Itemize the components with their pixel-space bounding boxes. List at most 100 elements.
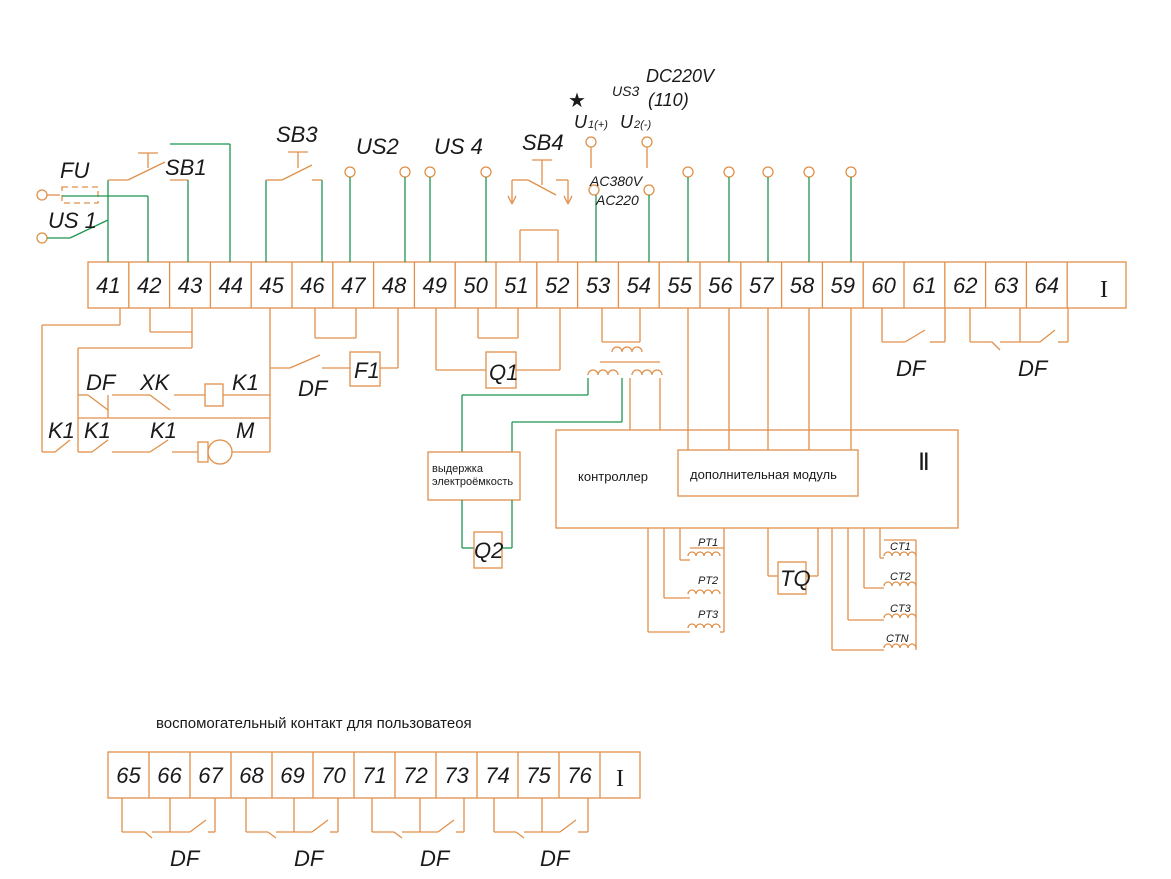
star-mark: ★ xyxy=(568,90,586,112)
controller-label: контроллер xyxy=(578,469,648,484)
sb4-label: SB4 xyxy=(522,130,564,155)
terminal-44: 44 xyxy=(219,273,243,298)
delay-capacitor-box xyxy=(427,451,521,569)
delay-line2: электроёмкость xyxy=(432,476,513,488)
ctn-label: CTN xyxy=(886,633,909,645)
terminal-64: 64 xyxy=(1035,273,1059,298)
pt2-label: PT2 xyxy=(698,575,718,587)
k1-contact-a-label: K1 xyxy=(48,418,75,443)
k1-contact-b-label: K1 xyxy=(84,418,111,443)
f1-label: F1 xyxy=(354,358,380,383)
u2-sub-label: 2(-) xyxy=(633,119,651,131)
df-63-label: DF xyxy=(1018,356,1049,381)
terminal-42: 42 xyxy=(137,273,161,298)
aux-terminal-66: 66 xyxy=(157,763,182,788)
main-terminal-block xyxy=(87,261,1127,309)
aux-terminal-70: 70 xyxy=(321,763,346,788)
terminal-52: 52 xyxy=(545,273,569,298)
aux-terminal-67: 67 xyxy=(198,763,223,788)
df-46-label: DF xyxy=(298,376,329,401)
aux-terminal-76: 76 xyxy=(567,763,592,788)
extra-module-label: дополнительная модуль xyxy=(690,467,837,482)
aux-terminal-68: 68 xyxy=(239,763,264,788)
ac380v-label: AC380V xyxy=(589,173,644,189)
df-60-label: DF xyxy=(896,356,927,381)
terminal-48: 48 xyxy=(382,273,407,298)
df-62-64-contact xyxy=(969,308,1069,351)
terminal-51: 51 xyxy=(504,273,528,298)
terminal-46: 46 xyxy=(300,273,325,298)
terminal-41: 41 xyxy=(96,273,120,298)
ct3-label: CT3 xyxy=(890,603,912,615)
aux-terminal-71: 71 xyxy=(362,763,386,788)
df-f1-circuit xyxy=(270,308,399,387)
terminal-58: 58 xyxy=(790,273,815,298)
k1-coil-label: K1 xyxy=(232,370,259,395)
us2-label: US2 xyxy=(356,134,399,159)
terminal-43: 43 xyxy=(178,273,203,298)
sb1-label: SB1 xyxy=(165,155,207,180)
ac220-label: AC220 xyxy=(595,192,639,208)
u1-label: U xyxy=(574,112,588,132)
xk-label: XK xyxy=(139,370,171,395)
aux-caption: воспомогательный контакт для пользоватео… xyxy=(156,715,472,732)
df-left-label: DF xyxy=(86,370,117,395)
aux-terminal-75: 75 xyxy=(526,763,551,788)
terminal-60: 60 xyxy=(871,273,896,298)
terminal-53: 53 xyxy=(586,273,611,298)
terminal-59: 59 xyxy=(831,273,855,298)
q1-label: Q1 xyxy=(489,360,518,385)
pt-coils xyxy=(647,528,725,633)
terminals-55-59-inputs xyxy=(682,166,857,262)
fu-label: FU xyxy=(60,158,89,183)
terminal-47: 47 xyxy=(341,273,366,298)
k1-contact-c-label: K1 xyxy=(150,418,177,443)
dc220v-label: DC220V xyxy=(646,66,716,86)
aux-terminal-69: 69 xyxy=(280,763,304,788)
u2-label: U xyxy=(620,112,634,132)
transformer xyxy=(461,308,663,452)
aux-terminal-65: 65 xyxy=(116,763,141,788)
pt3-label: PT3 xyxy=(698,609,719,621)
pt1-label: PT1 xyxy=(698,537,718,549)
us1-label: US 1 xyxy=(48,208,97,233)
terminal-55: 55 xyxy=(667,273,692,298)
aux-terminal-block xyxy=(107,751,641,799)
ct-coils xyxy=(831,528,917,651)
q2-label: Q2 xyxy=(474,538,503,563)
terminal-50: 50 xyxy=(463,273,488,298)
aux-df-label-4: DF xyxy=(540,846,571,871)
us3-label: US3 xyxy=(612,83,639,99)
sb4-switch xyxy=(507,159,573,262)
fuse-circuit xyxy=(36,143,231,262)
terminal-45: 45 xyxy=(259,273,284,298)
controller-roman-ii: Ⅱ xyxy=(918,450,930,476)
us4-label: US 4 xyxy=(434,134,483,159)
dc110-label: (110) xyxy=(648,90,689,110)
aux-df-label-1: DF xyxy=(170,846,201,871)
terminal-63: 63 xyxy=(994,273,1019,298)
q1-circuit xyxy=(435,308,561,389)
ct2-label: CT2 xyxy=(890,571,911,583)
sb3-switch xyxy=(265,151,323,262)
delay-line1: выдержка xyxy=(432,463,484,475)
aux-terminal-73: 73 xyxy=(444,763,469,788)
sb3-label: SB3 xyxy=(276,122,318,147)
motor-control-circuit xyxy=(41,308,271,465)
main-block-end-marker: I xyxy=(1100,277,1108,303)
us4-terminals xyxy=(424,166,492,262)
tq-box xyxy=(767,528,819,595)
terminal-57: 57 xyxy=(749,273,774,298)
aux-df-contacts xyxy=(121,798,589,839)
motor-label: M xyxy=(236,418,255,443)
us3-power-input xyxy=(585,136,655,262)
aux-terminal-72: 72 xyxy=(403,763,427,788)
aux-df-label-2: DF xyxy=(294,846,325,871)
terminal-61: 61 xyxy=(912,273,936,298)
terminal-54: 54 xyxy=(627,273,651,298)
u1-sub-label: 1(+) xyxy=(588,119,608,131)
